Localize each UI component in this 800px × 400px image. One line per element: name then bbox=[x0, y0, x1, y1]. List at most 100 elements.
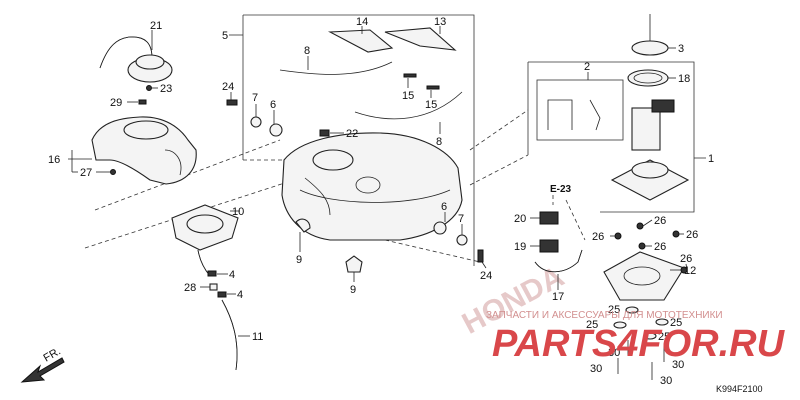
callout-17: 17 bbox=[552, 291, 564, 303]
leader-26e bbox=[685, 263, 688, 271]
callout-29: 29 bbox=[110, 97, 122, 109]
part-24-b bbox=[477, 249, 484, 263]
part-9-a bbox=[295, 218, 311, 233]
group-box-bracket bbox=[536, 79, 624, 141]
callout-26b: 26 bbox=[654, 215, 666, 227]
figure-code: K994F2100 bbox=[716, 384, 763, 394]
callout-14: 14 bbox=[356, 16, 368, 28]
callout-5: 5 bbox=[222, 30, 228, 42]
part-16-detail bbox=[164, 149, 182, 176]
callout-12: 12 bbox=[684, 265, 696, 277]
part-3-oring bbox=[631, 40, 669, 56]
part-13 bbox=[384, 27, 457, 51]
callout-30b: 30 bbox=[590, 363, 602, 375]
callout-26a: 26 bbox=[592, 231, 604, 243]
part-11-hose-inner bbox=[221, 299, 238, 371]
callout-19: 19 bbox=[514, 241, 526, 253]
dash-leader-d bbox=[384, 239, 481, 263]
callout-4b: 4 bbox=[237, 289, 243, 301]
callout-3: 3 bbox=[678, 43, 684, 55]
part-10-hole bbox=[186, 214, 224, 234]
part-1-flange-top bbox=[631, 161, 669, 179]
callout-26c: 26 bbox=[686, 229, 698, 241]
part-12-plate bbox=[603, 251, 685, 301]
part-12-hole bbox=[623, 266, 661, 286]
part-27 bbox=[110, 169, 116, 175]
leader-24b bbox=[481, 261, 487, 269]
callout-25b: 25 bbox=[586, 319, 598, 331]
part-20 bbox=[539, 211, 559, 225]
callout-18: 18 bbox=[678, 73, 690, 85]
callout-15a: 15 bbox=[402, 90, 414, 102]
part-26-d bbox=[638, 242, 646, 250]
part-tank-pump-port bbox=[355, 176, 381, 194]
callout-30c: 30 bbox=[672, 359, 684, 371]
callout-2: 2 bbox=[584, 61, 590, 73]
callout-13: 13 bbox=[434, 16, 446, 28]
dash-leader-e bbox=[469, 109, 529, 151]
part-26-c bbox=[672, 230, 680, 238]
callout-1: 1 bbox=[708, 153, 714, 165]
callout-6a: 6 bbox=[270, 99, 276, 111]
part-8-strip-b bbox=[354, 91, 463, 120]
callout-16: 16 bbox=[48, 154, 60, 166]
callout-9b: 9 bbox=[350, 284, 356, 296]
callout-7a: 7 bbox=[252, 92, 258, 104]
part-24-a bbox=[226, 99, 238, 106]
part-6-a bbox=[269, 123, 283, 137]
callout-4a: 4 bbox=[229, 269, 235, 281]
callout-25a: 25 bbox=[608, 304, 620, 316]
callout-30d: 30 bbox=[660, 375, 672, 387]
callout-25c: 25 bbox=[670, 317, 682, 329]
part-29 bbox=[138, 99, 147, 105]
reference-e23: E-23 bbox=[550, 184, 572, 195]
part-1-pump-body bbox=[631, 107, 661, 151]
part-7-a bbox=[250, 116, 262, 128]
callout-15b: 15 bbox=[425, 99, 437, 111]
callout-22: 22 bbox=[346, 128, 358, 140]
part-9-b bbox=[345, 255, 363, 273]
dash-leader-h bbox=[565, 199, 586, 241]
callout-24b: 24 bbox=[480, 270, 492, 282]
front-arrow-icon bbox=[20, 357, 65, 383]
part-2-clip bbox=[547, 99, 573, 130]
part-22 bbox=[319, 129, 330, 137]
callout-30a: 30 bbox=[608, 347, 620, 359]
group-box-tank bbox=[243, 14, 475, 266]
callout-6b: 6 bbox=[441, 201, 447, 213]
part-15-b bbox=[426, 85, 440, 90]
part-25-b bbox=[613, 321, 627, 329]
part-19 bbox=[539, 239, 559, 253]
part-tank-seam bbox=[299, 189, 451, 203]
part-7-b bbox=[456, 234, 468, 246]
callout-27: 27 bbox=[80, 167, 92, 179]
part-26-a bbox=[614, 232, 622, 240]
callout-24a: 24 bbox=[222, 81, 234, 93]
callout-20: 20 bbox=[514, 213, 526, 225]
callout-8b: 8 bbox=[436, 136, 442, 148]
part-21-cap-top bbox=[135, 54, 165, 70]
callout-10: 10 bbox=[232, 206, 244, 218]
part-2-pin bbox=[589, 99, 601, 131]
part-6-b bbox=[433, 221, 447, 235]
callout-21: 21 bbox=[150, 20, 162, 32]
callout-9a: 9 bbox=[296, 254, 302, 266]
part-4-clip-a bbox=[207, 270, 217, 277]
callout-8a: 8 bbox=[304, 45, 310, 57]
leader-26b bbox=[642, 219, 653, 227]
part-18-ring-inner bbox=[633, 72, 663, 84]
part-16-cover bbox=[91, 116, 197, 185]
group-box-pump bbox=[528, 61, 695, 213]
callout-7b: 7 bbox=[458, 213, 464, 225]
part-4-clip-b bbox=[217, 291, 227, 298]
part-23-bolt bbox=[146, 85, 152, 91]
part-21-hose-inner bbox=[99, 36, 153, 69]
callout-25d: 25 bbox=[658, 331, 670, 343]
callout-28: 28 bbox=[184, 282, 196, 294]
part-8-strip-a bbox=[279, 61, 393, 75]
callout-11: 11 bbox=[252, 331, 263, 343]
watermark-brand: PARTS4FOR.RU bbox=[492, 323, 786, 365]
part-tank-detail bbox=[304, 177, 331, 216]
